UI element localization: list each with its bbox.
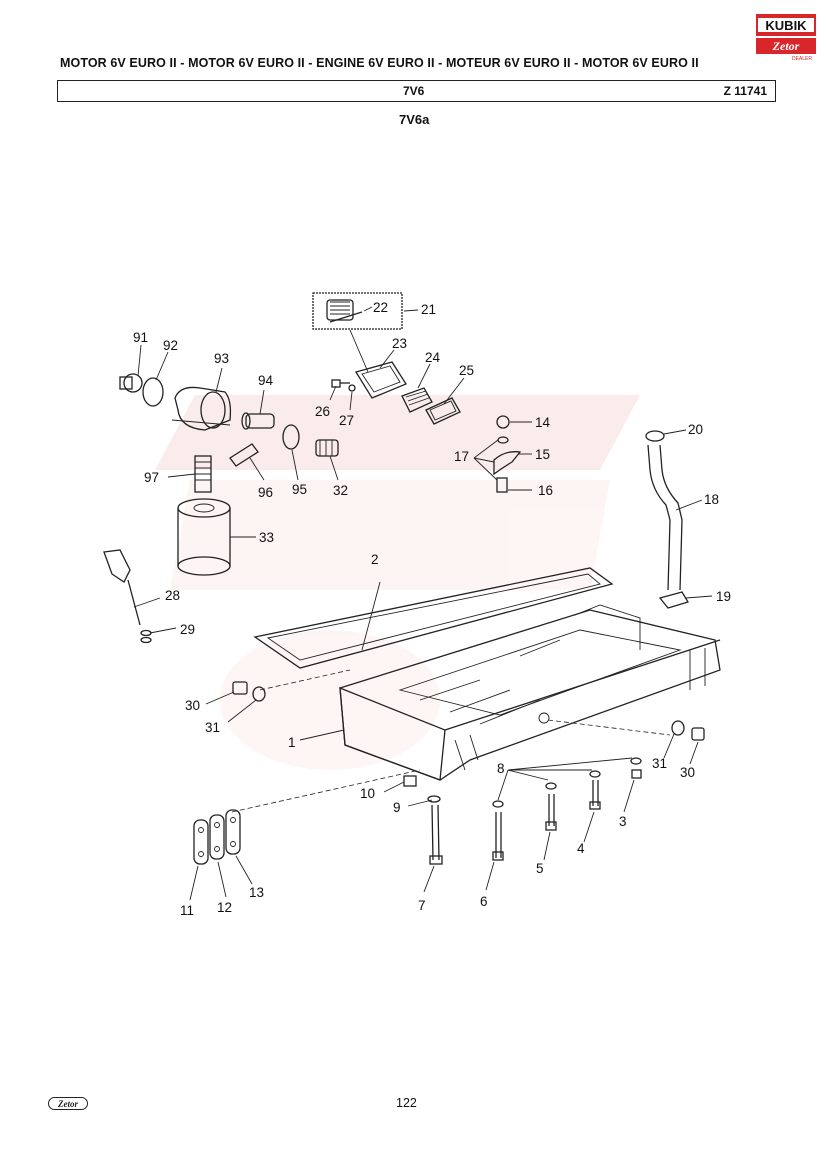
part-95-o-ring: [282, 424, 300, 450]
callout-23: 23: [392, 336, 407, 351]
callout-33: 33: [259, 530, 274, 545]
part-28-dipstick: [103, 549, 141, 626]
callout-92: 92: [163, 338, 178, 353]
callout-97: 97: [144, 470, 159, 485]
part-3-bolt: [630, 757, 642, 779]
section-code: 7V6: [403, 84, 425, 98]
page-number: 122: [396, 1096, 417, 1110]
callout-16: 16: [538, 483, 553, 498]
reference-box: 7V6 Z 11741: [57, 80, 776, 102]
part-9-washer: [427, 795, 441, 803]
part-23-cover: [349, 329, 407, 399]
callout-91: 91: [133, 330, 148, 345]
part-6-bolt: [492, 800, 504, 861]
svg-text:Zetor: Zetor: [57, 1099, 78, 1109]
page-title: MOTOR 6V EURO II - MOTOR 6V EURO II - EN…: [60, 56, 699, 70]
sub-section-code: 7V6a: [399, 112, 430, 127]
drawing-number: Z 11741: [723, 84, 767, 98]
callout-6: 6: [480, 894, 488, 909]
callout-9: 9: [393, 800, 401, 815]
part-11-shim: [193, 819, 209, 865]
callout-28: 28: [165, 588, 180, 603]
callout-30-left: 30: [185, 698, 200, 713]
callout-17: 17: [454, 449, 469, 464]
callout-1: 1: [288, 735, 296, 750]
callout-31-left: 31: [205, 720, 220, 735]
callout-24: 24: [425, 350, 441, 365]
part-13-shim: [225, 809, 241, 855]
callout-5: 5: [536, 861, 544, 876]
part-14-nut: [496, 415, 510, 429]
callout-26: 26: [315, 404, 330, 419]
svg-text:KUBIK: KUBIK: [765, 18, 807, 33]
part-92-o-ring: [142, 377, 164, 407]
callout-4: 4: [577, 841, 585, 856]
svg-text:DEALER: DEALER: [792, 56, 812, 62]
part-24-mesh: [401, 387, 433, 413]
part-12-shim: [209, 814, 225, 860]
callout-8: 8: [497, 761, 505, 776]
callout-10: 10: [360, 786, 375, 801]
callout-13: 13: [249, 885, 264, 900]
part-1-oil-pan: [339, 604, 721, 781]
callout-96: 96: [258, 485, 273, 500]
callout-21: 21: [421, 302, 436, 317]
part-30-drain-plug-left: [232, 681, 248, 695]
part-26-screw: [331, 379, 350, 388]
callout-31-right: 31: [652, 756, 667, 771]
callout-22: 22: [373, 300, 388, 315]
kubik-dealer-logo: KUBIK Zetor DEALER: [756, 14, 816, 62]
callout-27: 27: [339, 413, 354, 428]
part-18-suction-tube: [647, 444, 683, 591]
zetor-footer-logo: Zetor: [48, 1097, 88, 1110]
callout-25: 25: [459, 363, 474, 378]
callout-94: 94: [258, 373, 274, 388]
part-19-flange: [658, 591, 689, 609]
part-30-drain-plug-right: [691, 727, 705, 741]
svg-text:Zetor: Zetor: [772, 39, 800, 53]
watermark: [155, 395, 640, 770]
part-27-washer: [348, 384, 356, 392]
callout-19: 19: [716, 589, 731, 604]
part-10-nut: [403, 775, 417, 787]
part-16-bolt: [496, 477, 508, 493]
callout-18: 18: [704, 492, 719, 507]
part-31-washer-right: [671, 720, 685, 736]
part-96-sensor: [229, 443, 259, 467]
part-21-breather-box: [312, 292, 403, 330]
callout-14: 14: [535, 415, 551, 430]
part-29-seal: [140, 629, 152, 644]
part-5-bolt: [545, 782, 557, 831]
leader-lines: [133, 306, 713, 901]
callout-20: 20: [688, 422, 703, 437]
part-7-long-bolt: [429, 804, 443, 865]
callout-7: 7: [418, 898, 426, 913]
part-4-bolt: [589, 770, 601, 810]
part-91-valve: [119, 373, 143, 393]
callout-93: 93: [214, 351, 229, 366]
part-32-plug: [315, 439, 339, 457]
part-2-pan-gasket: [253, 567, 614, 669]
callout-15: 15: [535, 447, 550, 462]
callout-12: 12: [217, 900, 232, 915]
part-31-washer-left: [252, 686, 266, 702]
callout-30-right: 30: [680, 765, 695, 780]
callout-11: 11: [180, 903, 194, 918]
part-20-o-ring: [645, 430, 665, 442]
callout-32: 32: [333, 483, 348, 498]
part-93-filter-housing: [171, 386, 232, 431]
callout-2: 2: [371, 552, 379, 567]
callout-3: 3: [619, 814, 627, 829]
callout-29: 29: [180, 622, 195, 637]
callout-95: 95: [292, 482, 307, 497]
part-callouts: 22 21 23 24 25 26 27 91 92 93 94 95 96 3…: [133, 300, 731, 918]
